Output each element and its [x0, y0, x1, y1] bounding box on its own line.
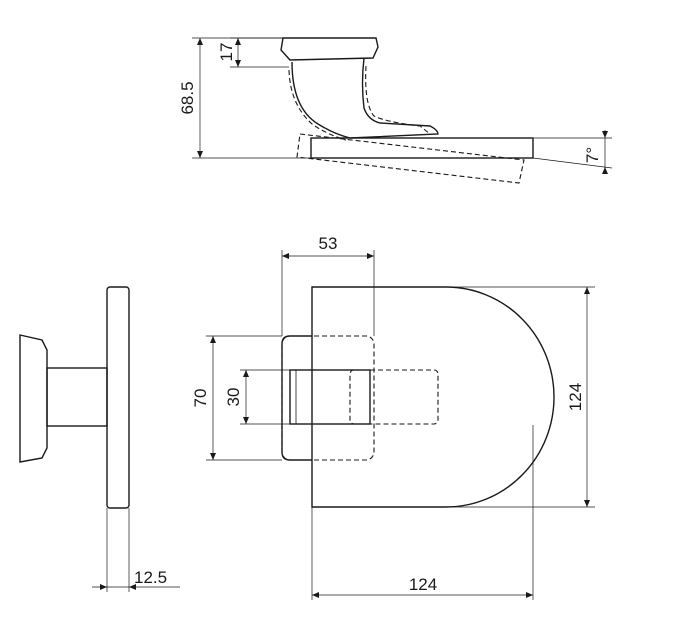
dim-total-height: 68.5: [178, 37, 311, 159]
grip-inner-edge: [289, 369, 297, 425]
grip-inner: [289, 369, 371, 425]
dim-inner-height: 30: [224, 369, 290, 425]
top-elevation-view: 17 68.5 7°: [178, 37, 613, 184]
front-view: 53 70 30 124: [191, 234, 595, 600]
dim-plate-thickness: 12.5: [92, 508, 180, 592]
dim-plate-width: 124: [311, 425, 534, 600]
dim-label-124-height: 124: [566, 383, 585, 411]
tilted-stem-hidden: [288, 69, 347, 141]
side-plate: [106, 286, 130, 509]
dim-label-17: 17: [217, 43, 236, 62]
side-view: 12.5: [19, 286, 180, 592]
dim-label-124-width: 124: [409, 575, 437, 594]
front-plate: [311, 286, 555, 508]
stem-back: [349, 57, 439, 139]
base-plate-side: [310, 137, 534, 159]
dim-label-53: 53: [319, 234, 338, 253]
dim-tab-width: 53: [281, 234, 375, 336]
tilted-stem-back-hidden: [365, 65, 431, 135]
grip-rotated-hidden: [349, 369, 439, 425]
front-tab: [281, 335, 312, 461]
dim-label-7-deg: 7°: [583, 147, 602, 163]
curved-stem: [291, 61, 351, 139]
dim-outer-height: 70: [191, 335, 282, 461]
tilted-plate-hidden: [296, 133, 525, 184]
dim-top-height: 17: [217, 37, 289, 68]
dim-tilt-angle: 7°: [532, 130, 613, 174]
dim-label-30: 30: [224, 388, 243, 407]
dim-label-12-5: 12.5: [134, 568, 167, 587]
side-knob: [19, 334, 48, 463]
side-shaft: [46, 367, 108, 427]
dim-label-70: 70: [191, 389, 210, 408]
dim-plate-height: 124: [446, 286, 595, 508]
dim-label-68-5: 68.5: [178, 81, 197, 114]
knob-cap: [280, 37, 379, 61]
